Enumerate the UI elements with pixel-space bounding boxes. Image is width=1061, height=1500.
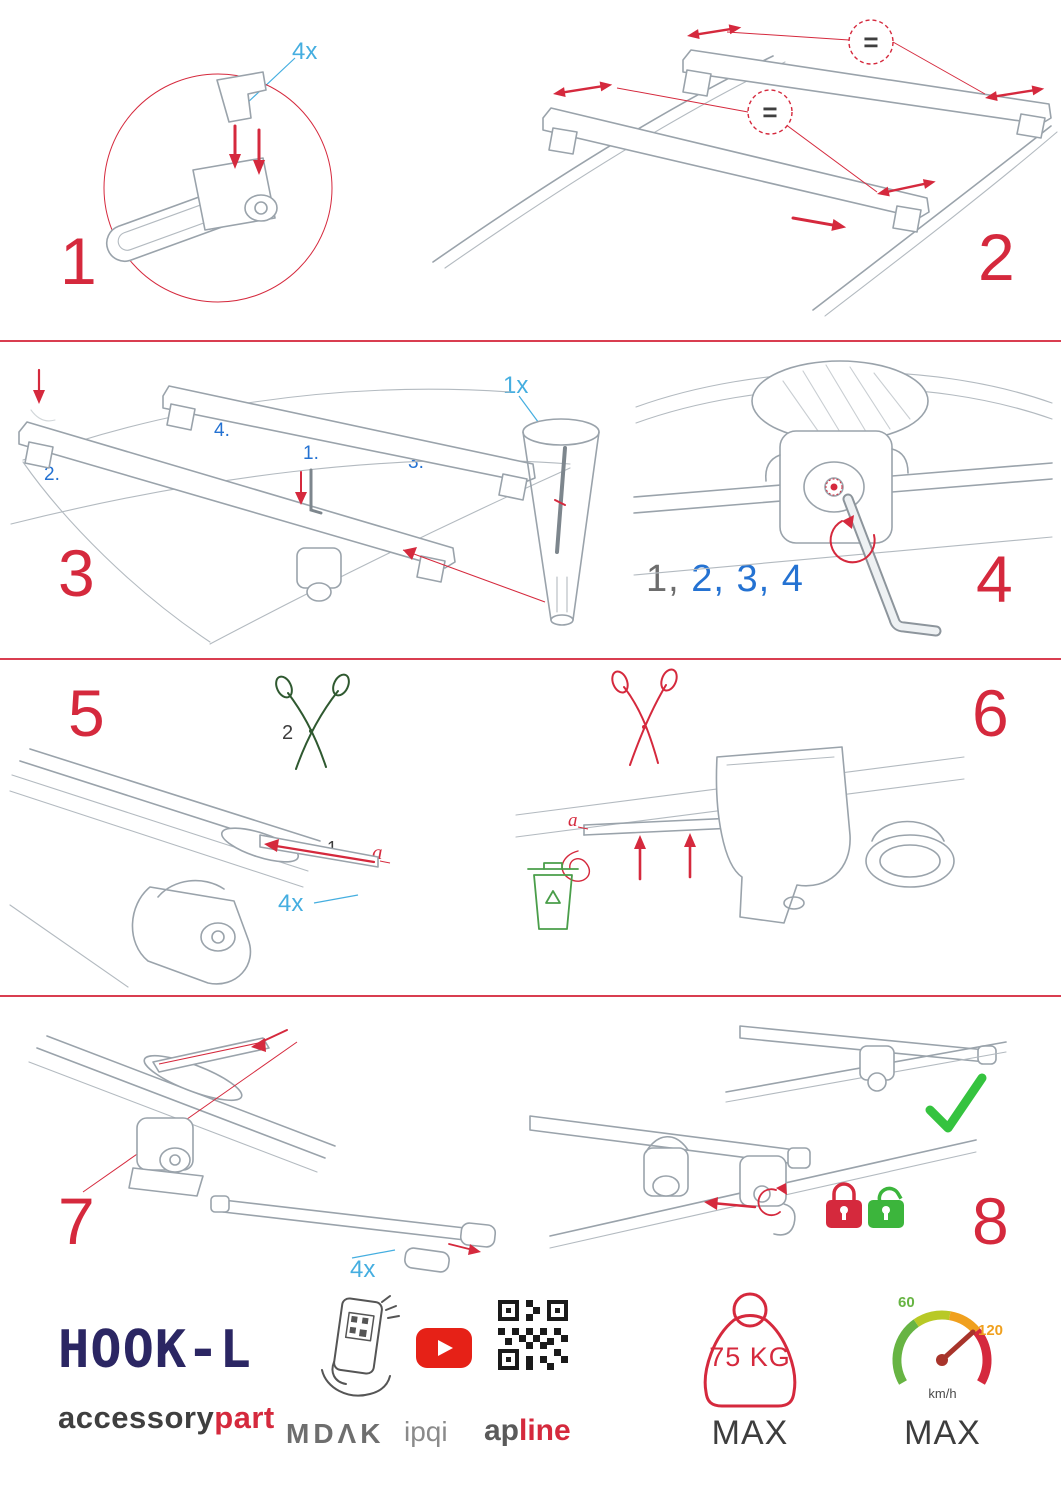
step-7-number: 7: [58, 1184, 95, 1258]
step-3-number: 3: [58, 536, 95, 610]
trim-strip: [259, 834, 379, 868]
scissors-icon: [275, 673, 350, 770]
step-1-quantity-label: 4x: [292, 38, 318, 65]
speedometer-icon: [892, 1310, 992, 1385]
equals-badge-bottom: =: [747, 89, 793, 135]
logo-apline-gray: ap: [484, 1414, 520, 1447]
step-3-illustration: [10, 368, 600, 645]
final-assembly-main: [529, 1115, 977, 1249]
step-8-number: 8: [972, 1184, 1009, 1258]
rail-drawing: [28, 1035, 336, 1173]
checkmark-icon: [925, 1073, 987, 1133]
step-8-illustration: [529, 1025, 1007, 1249]
step-3-order-label-2: 2.: [44, 464, 60, 485]
measure-guide-lines: [616, 31, 986, 193]
section-divider-3: [0, 995, 1061, 997]
clamp-foot-drawing: [715, 746, 955, 924]
logo-apline-red: line: [519, 1414, 571, 1447]
mounted-crossbars: [18, 385, 536, 602]
insert-arrow-icon: [229, 124, 265, 175]
final-assembly-top: [725, 1025, 1007, 1103]
hook-insert-part: [216, 71, 267, 123]
step-2-illustration: = =: [432, 19, 1058, 317]
step-7-quantity-label: 4x: [350, 1256, 376, 1283]
key-pointer-line: [402, 547, 546, 603]
tighten-arrow-icon: [757, 1183, 787, 1217]
clamp-drawing: [131, 879, 252, 985]
logo-mdak: MDΛK: [286, 1418, 385, 1449]
cut-off-scrap: [561, 850, 591, 882]
push-up-arrows: [634, 833, 696, 881]
step-5-number: 5: [68, 676, 105, 750]
section-divider-1: [0, 340, 1061, 342]
brand-wordmark-red: part: [214, 1400, 275, 1435]
step-6-number: 6: [972, 676, 1009, 750]
equals-badge-top: =: [848, 19, 894, 65]
sequence-first: 1,: [646, 558, 680, 600]
step-4-number: 4: [976, 542, 1013, 616]
scissors-icon: [611, 668, 678, 766]
guide-line: [82, 1041, 298, 1193]
strip-with-endcaps: [210, 1195, 497, 1273]
step-5-quantity-label: 4x: [278, 890, 304, 917]
trash-bin-icon: [527, 862, 579, 930]
speed-low-label: 60: [898, 1294, 915, 1311]
qr-code-icon: [498, 1300, 568, 1370]
crossbar-clamp-drawing: [105, 71, 278, 263]
clamp-drawing: [764, 430, 909, 544]
pointer-line: [244, 57, 296, 106]
step-1-number: 1: [60, 224, 97, 298]
logo-ipqi: ipqi: [404, 1416, 448, 1447]
step-2-number: 2: [978, 220, 1015, 294]
pointer-line: [351, 1249, 396, 1259]
equal-spacing-arrows: [553, 24, 1045, 231]
step-4-illustration: [633, 360, 1053, 637]
step-5-cut-label: 2: [282, 722, 294, 744]
padlock-unlocked-icon: [868, 1186, 904, 1228]
rotate-arrow-icon: [829, 515, 876, 564]
svg-text:=: =: [762, 97, 777, 127]
speedometer-needle: [939, 1329, 976, 1363]
speed-max-label: MAX: [904, 1414, 981, 1452]
pull-arrow-icon: [264, 839, 391, 864]
pointer-line: [313, 894, 359, 904]
logo-apline: apline: [484, 1414, 571, 1448]
bar-underside-drawing: [635, 360, 1053, 442]
clamp-drawing: [128, 1117, 204, 1197]
phone-scan-icon: [321, 1295, 400, 1397]
section-divider-2: [0, 658, 1061, 660]
step-3-quantity-label: 1x: [503, 372, 529, 399]
step-3-order-label-1: 1.: [303, 443, 319, 464]
brand-wordmark-gray: accessory: [58, 1400, 215, 1435]
remove-arrow-icon: [30, 368, 56, 422]
slide-arrow-icon: [704, 1197, 757, 1210]
allen-key: [842, 493, 942, 637]
step-3-order-label-4: 4.: [214, 420, 230, 441]
step-1-illustration: [103, 57, 333, 303]
svg-text:=: =: [863, 27, 878, 57]
product-name: HOOK-L: [58, 1320, 252, 1380]
step-6-part-a-label: a: [568, 810, 578, 831]
insert-arrow-icon: [251, 1029, 288, 1052]
tool-cone-case: [522, 418, 600, 626]
padlock-locked-icon: [826, 1182, 862, 1228]
step-7-illustration: [28, 1029, 497, 1273]
brand-wordmark: accessorypart: [58, 1400, 275, 1436]
step-5-part-a-label: a: [372, 840, 383, 864]
weight-limit-value: 75 KG: [709, 1342, 791, 1372]
kettlebell-weight-icon: [703, 1292, 797, 1408]
step-5-illustration: [9, 673, 391, 988]
allen-key-small: [295, 468, 323, 515]
step-6-illustration: [515, 668, 965, 930]
speed-high-label: 120: [978, 1322, 1004, 1339]
weight-max-label: MAX: [711, 1414, 789, 1452]
speed-unit-label: km/h: [928, 1386, 957, 1401]
youtube-icon: [416, 1328, 472, 1368]
magnifier-circle: [103, 73, 333, 303]
crossbars-drawing: [542, 49, 1052, 233]
